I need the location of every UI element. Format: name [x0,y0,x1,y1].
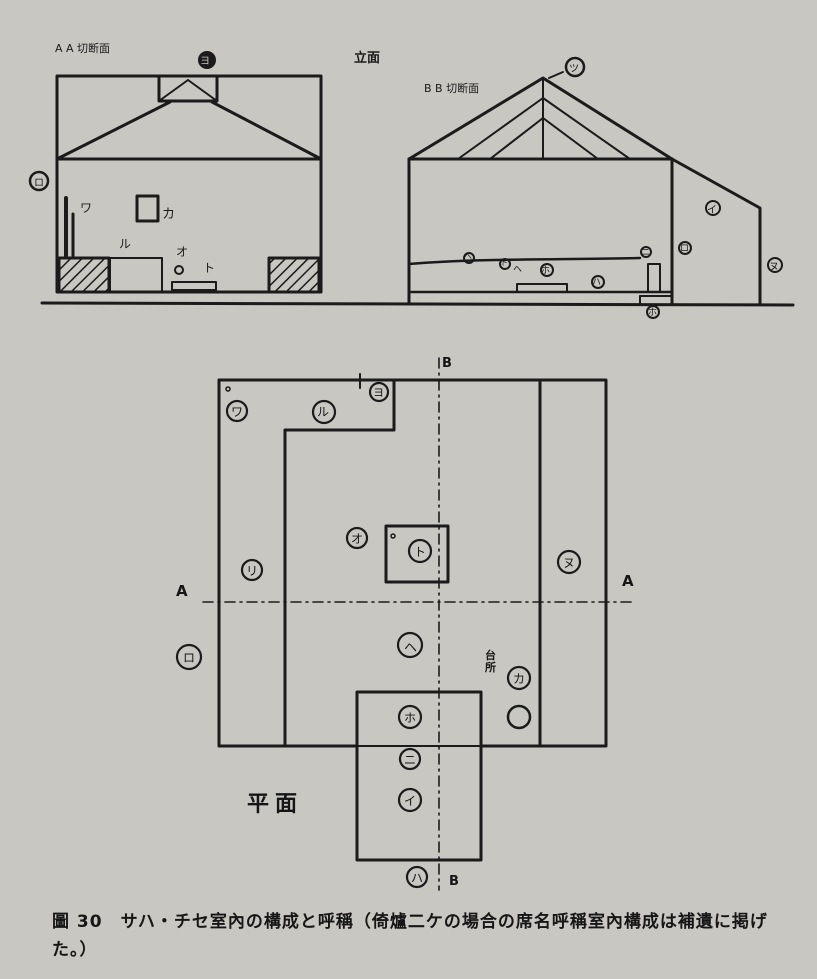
label-ni: ニ [404,753,417,767]
section-aa-bench [109,257,163,293]
label-to: ト [414,545,427,559]
section-aa-truss-left [55,100,172,161]
label-shelf-note: 台 所 [485,649,496,674]
section-aa-smoke-hole [157,74,219,103]
plan-outer-wall [217,378,608,748]
label-bb-ro: ロ [680,244,690,254]
architectural-diagram: A A 切断面 カ ワ ル オ ト 立面 B B 切断面 [28,41,795,891]
section-aa: A A 切断面 カ ワ ル オ ト [28,41,323,294]
label-o: オ [351,532,364,546]
section-bb-floor [407,256,642,266]
label-bb-peak: ツ [569,64,579,75]
section-aa-platform-right [267,256,321,294]
plan-label-circles [175,381,582,889]
label-ri: リ [246,564,259,578]
label-bb-ha: ハ [592,278,602,288]
label-wa: ワ [231,405,244,419]
section-aa-hearth [171,281,217,291]
label-bb-d: ヘ [513,265,523,275]
section-aa-label: A A 切断面 [55,41,110,55]
label-yo: ヨ [373,386,384,399]
caption-text: サハ・チセ室內の構成と呼稱（倚爐二ケの場合の席名呼稱室內構成は補遺に掲げた。） [52,912,768,960]
label-bb-a: ヘ [464,252,472,261]
label-i: イ [404,794,417,808]
label-circle-peak [564,56,586,78]
label-ru: ル [317,405,330,419]
plan-inner-partition [283,378,396,748]
section-aa-window [135,194,160,223]
label-ha: ハ [411,871,424,885]
svg-text:ト: ト [203,261,215,275]
label-bb-ni: ニ [641,248,651,258]
section-aa-platform-left [57,256,111,294]
label-nu: ヌ [563,556,576,570]
elevation-heading: 立面 [354,50,380,66]
label-circle-top [198,51,216,69]
section-bb-hearth [516,283,568,293]
label-bb-bottom: ホ [648,308,658,318]
label-bb-b: ト [500,258,508,267]
figure-number: 圖 30 [52,912,103,932]
axis-a-right: A [622,572,634,590]
label-ro: ロ [183,651,196,665]
label-circle-left [28,170,50,192]
label-bb-c: ホ [541,266,551,276]
section-bb: B B 切断面 [407,56,783,319]
label-ho: ホ [404,711,417,725]
label-he: ヘ [404,641,418,656]
section-bb-label: B B 切断面 [424,81,479,95]
axis-b-bottom: B [449,874,459,889]
svg-text:カ: カ [162,207,175,222]
label-aa-left: ロ [34,178,44,189]
svg-text:ル: ル [119,237,131,251]
label-bb-i: イ [707,205,717,216]
ground-line [40,301,795,307]
svg-text:オ: オ [176,245,188,259]
plan-labels: ワ ル ヨ オ ト リ ヌ ロ ヘ カ ホ ニ イ ハ 台 所 A A B B … [34,56,779,889]
axis-b-top: B [442,356,452,371]
label-bb-right: ヌ [769,262,779,273]
section-aa-truss-right [210,100,323,161]
plan-hearth [384,524,450,584]
axis-a-left: A [176,582,188,600]
svg-text:ワ: ワ [80,201,92,215]
label-ka: カ [513,672,526,686]
floor-plan [202,357,634,891]
section-bb-annex [670,157,762,306]
plan-pot [506,704,532,730]
plan-entry-annex [355,690,483,862]
plan-heading: 平面 [247,792,304,817]
label-aa-top: ヨ [200,56,210,67]
